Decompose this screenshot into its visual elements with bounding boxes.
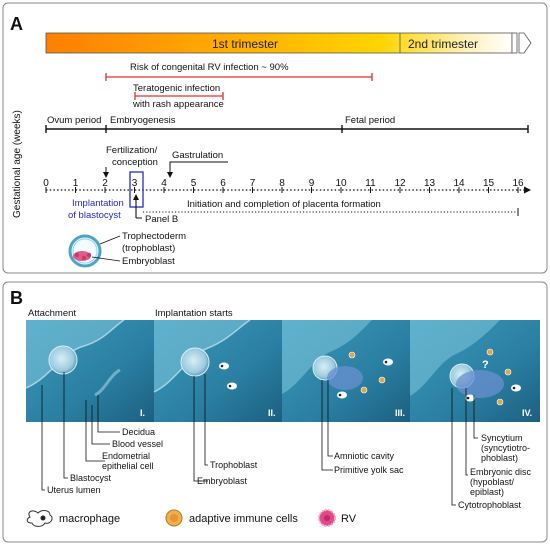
fertilization-label-1: Fertilization/ bbox=[106, 145, 158, 156]
trophectoderm-label-1: Trophectoderm bbox=[122, 231, 186, 242]
axis-tick-label: 16 bbox=[512, 178, 524, 189]
axis-tick-label: 12 bbox=[394, 178, 406, 189]
first-trimester-label: 1st trimester bbox=[212, 37, 278, 51]
axis-tick-label: 14 bbox=[453, 178, 465, 189]
panel-a-frame bbox=[2, 2, 548, 274]
label-epithelial-cell: epithelial cell bbox=[102, 461, 154, 471]
immune-cell-legend-icon bbox=[165, 509, 183, 527]
legend-macrophage: macrophage bbox=[59, 513, 120, 525]
macrophage-legend-icon bbox=[26, 510, 53, 527]
label-syncytiotro: (syncytiotro- bbox=[481, 443, 530, 453]
label-cytotrophoblast: Cytotrophoblast bbox=[458, 500, 522, 510]
stage-iv-leaders bbox=[451, 388, 478, 506]
label-epiblast: epiblast) bbox=[470, 487, 504, 497]
embryogenesis-label: Embryogenesis bbox=[110, 115, 176, 126]
stage-iii-panel: III. bbox=[282, 320, 410, 422]
panel-b-reference: Panel B bbox=[145, 214, 178, 225]
label-blastocyst: Blastocyst bbox=[70, 473, 112, 483]
axis-tick-label: 3 bbox=[132, 178, 138, 189]
stage-numeral-i: I. bbox=[140, 408, 145, 418]
label-trophoblast: Trophoblast bbox=[210, 460, 258, 470]
stage-ii-leaders bbox=[193, 374, 208, 482]
label-amniotic-cavity: Amniotic cavity bbox=[334, 451, 395, 461]
teratogenic-label-1: Teratogenic infection bbox=[133, 83, 220, 94]
ovum-period-label: Ovum period bbox=[47, 115, 101, 126]
embryoblast-leader bbox=[91, 256, 121, 262]
fertilization-label-2: conception bbox=[112, 157, 158, 168]
gastrulation-marker bbox=[167, 161, 228, 178]
trophectoderm-leader bbox=[99, 235, 121, 245]
axis-tick-label: 10 bbox=[335, 178, 347, 189]
stage-numeral-ii: II. bbox=[268, 408, 276, 418]
stage-title-attachment: Attachment bbox=[28, 308, 76, 319]
panel-b-arrow bbox=[133, 194, 142, 219]
gestational-age-axis bbox=[46, 186, 531, 194]
stage-iii-leaders bbox=[321, 380, 333, 471]
rv-legend-icon bbox=[318, 509, 336, 527]
stage-title-implantation: Implantation starts bbox=[155, 308, 233, 319]
trophectoderm-label-2: (trophoblast) bbox=[122, 243, 175, 254]
panel-b-letter: B bbox=[10, 288, 23, 308]
fetal-period-label: Fetal period bbox=[345, 115, 395, 126]
legend: macrophage adaptive immune cells RV bbox=[26, 509, 357, 527]
label-syncytium: Syncytium bbox=[481, 433, 523, 443]
axis-tick-label: 7 bbox=[250, 178, 256, 189]
panel-a-letter: A bbox=[10, 14, 23, 34]
stage-i-leaders bbox=[41, 372, 120, 491]
label-decidua: Decidua bbox=[122, 427, 155, 437]
risk-range-line bbox=[105, 73, 373, 81]
macrophages bbox=[219, 358, 521, 402]
teratogenic-label-2: with rash appearance bbox=[132, 99, 224, 110]
label-uterus-lumen: Uterus lumen bbox=[47, 485, 101, 495]
axis-tick-label: 15 bbox=[483, 178, 495, 189]
axis-tick-label: 9 bbox=[309, 178, 315, 189]
question-mark: ? bbox=[482, 359, 489, 371]
axis-tick-label: 0 bbox=[43, 178, 49, 189]
stage-ii-panel: II. bbox=[153, 319, 282, 422]
label-phoblast: phoblast) bbox=[481, 453, 518, 463]
teratogenic-range-line bbox=[134, 92, 224, 100]
stage-iv-panel: ? IV. bbox=[410, 320, 540, 422]
legend-adaptive-immune: adaptive immune cells bbox=[189, 513, 298, 525]
period-line bbox=[45, 125, 529, 133]
placenta-label: Initiation and completion of placenta fo… bbox=[187, 199, 381, 210]
label-primitive-yolk-sac: Primitive yolk sac bbox=[334, 465, 404, 475]
risk-label: Risk of congenital RV infection ~ 90% bbox=[130, 62, 289, 73]
axis-label: Gestational age (weeks) bbox=[12, 110, 23, 218]
label-embryoblast-b: Embryoblast bbox=[197, 476, 248, 486]
gastrulation-label: Gastrulation bbox=[172, 150, 223, 161]
embryoblast-label: Embryoblast bbox=[122, 256, 175, 267]
axis-tick-label: 1 bbox=[73, 178, 79, 189]
placenta-line bbox=[143, 208, 519, 216]
legend-rv: RV bbox=[341, 513, 357, 525]
axis-tick-label: 5 bbox=[191, 178, 197, 189]
fertilization-marker bbox=[103, 167, 109, 178]
stage-numeral-iii: III. bbox=[395, 408, 405, 418]
second-trimester-label: 2nd trimester bbox=[408, 37, 478, 51]
axis-tick-label: 13 bbox=[424, 178, 436, 189]
axis-tick-label: 8 bbox=[279, 178, 285, 189]
stage-i-panel: I. bbox=[25, 319, 154, 422]
blastocyst-icon bbox=[68, 234, 102, 268]
axis-tick-label: 4 bbox=[161, 178, 167, 189]
label-embryonic-disc: Embryonic disc bbox=[470, 467, 532, 477]
trimester-bar: 1st trimester 2nd trimester bbox=[45, 32, 532, 54]
axis-tick-label: 2 bbox=[102, 178, 108, 189]
immune-cells bbox=[348, 348, 512, 406]
label-hypoblast: (hypoblast/ bbox=[470, 477, 515, 487]
label-blood-vessel: Blood vessel bbox=[112, 439, 163, 449]
implantation-label-2: of blastocyst bbox=[68, 210, 121, 221]
axis-tick-label: 6 bbox=[220, 178, 226, 189]
stage-numeral-iv: IV. bbox=[522, 408, 532, 418]
axis-tick-label: 11 bbox=[365, 178, 376, 189]
implantation-label-1: Implantation bbox=[72, 198, 124, 209]
label-endometrial: Endometrial bbox=[102, 451, 150, 461]
